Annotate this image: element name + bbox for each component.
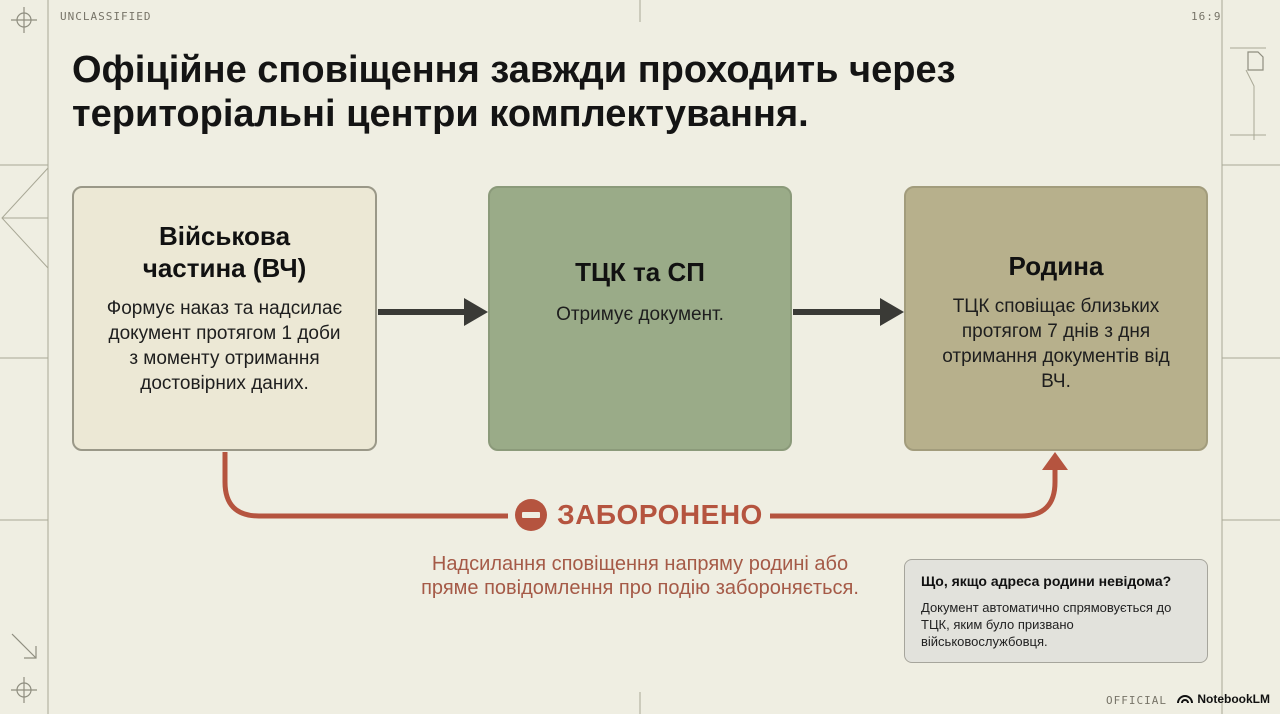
family-box: Родина ТЦК сповіщає близьких протягом 7 …: [904, 186, 1208, 451]
note-question: Що, якщо адреса родини невідома?: [921, 573, 1172, 589]
unknown-address-note: Що, якщо адреса родини невідома? Докумен…: [904, 559, 1208, 663]
forbidden-label: ЗАБОРОНЕНО: [557, 499, 763, 530]
family-title: Родина: [1008, 251, 1104, 281]
slide-title: Офіційне сповіщення завжди проходить чер…: [72, 49, 956, 135]
no-entry-icon: [515, 499, 548, 531]
notebooklm-logo: NotebookLM: [1177, 692, 1270, 706]
forbidden-marker: ЗАБОРОНЕНО: [508, 494, 770, 536]
brand-label: NotebookLM: [1197, 692, 1270, 706]
tck-title: ТЦК та СП: [575, 257, 705, 287]
footer-classification-label: OFFICIAL: [1106, 694, 1167, 707]
aspect-ratio-label: 16:9: [1191, 10, 1222, 23]
tck-box: ТЦК та СП Отримує документ.: [488, 186, 792, 451]
family-text: ТЦК сповіщає близьких протягом 7 днів з …: [942, 296, 1170, 392]
military-unit-box: Військова частина (ВЧ) Формує наказ та н…: [72, 186, 377, 451]
classification-label: UNCLASSIFIED: [60, 10, 152, 23]
notebooklm-icon: [1177, 695, 1194, 704]
military-unit-text: Формує наказ та надсилає документ протяг…: [106, 298, 343, 394]
military-unit-title: Військова частина (ВЧ): [142, 221, 307, 283]
forbidden-description: Надсилання сповіщення напряму родині або…: [421, 553, 859, 599]
note-answer: Документ автоматично спрямовується до ТЦ…: [921, 600, 1172, 649]
tck-text: Отримує документ.: [556, 304, 724, 325]
